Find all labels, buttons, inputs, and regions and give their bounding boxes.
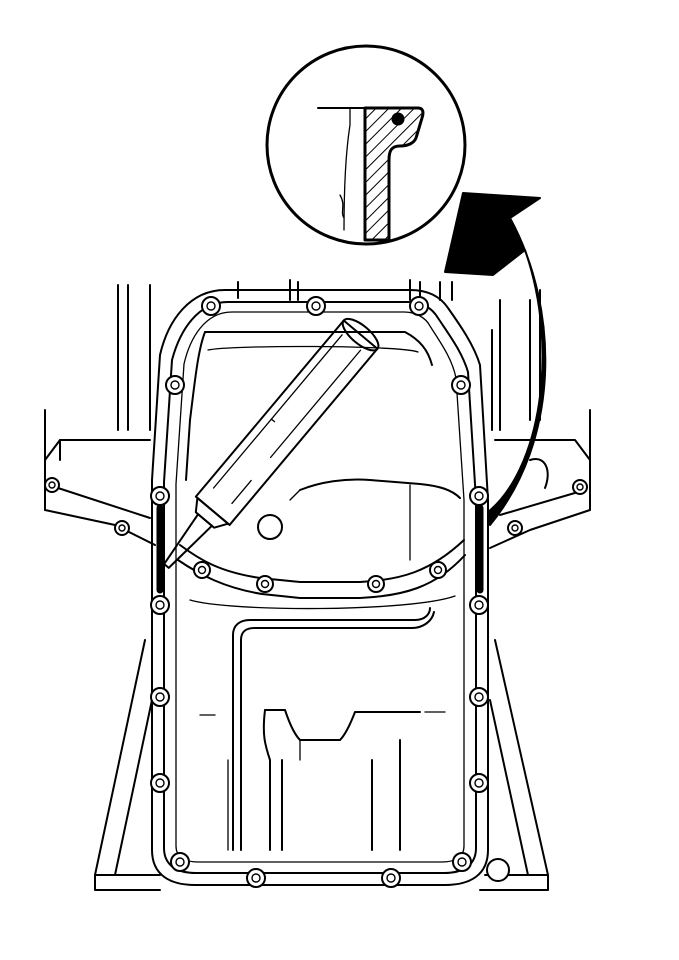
oil-pan-interior [177, 331, 466, 851]
sealant-beads [156, 504, 484, 594]
oil-pan-flange [151, 289, 489, 886]
sealant-tube-icon [163, 317, 380, 569]
flange-bolts [150, 296, 489, 888]
engine-block-outline [44, 279, 591, 891]
curved-arrow-icon [444, 192, 547, 526]
zoom-detail-circle-icon [265, 44, 467, 246]
